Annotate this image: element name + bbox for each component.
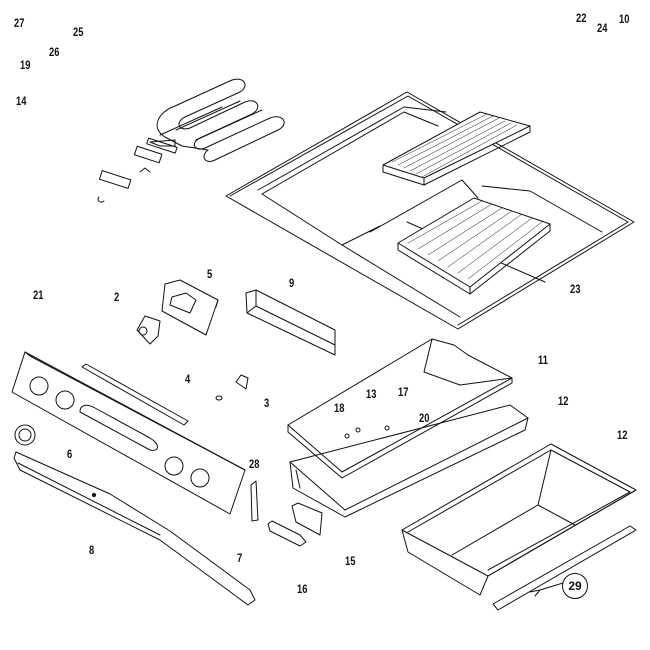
callout-15[interactable]: 15	[345, 554, 356, 568]
callout-23[interactable]: 23	[570, 282, 581, 296]
clip-icon	[251, 481, 258, 521]
callout-6[interactable]: 6	[67, 447, 73, 461]
callout-17[interactable]: 17	[398, 385, 409, 399]
callout-22[interactable]: 22	[576, 11, 587, 25]
switch-icon	[137, 316, 160, 344]
callout-12a[interactable]: 12	[558, 394, 569, 408]
callout-19[interactable]: 19	[20, 58, 31, 72]
trim-channel-icon	[246, 290, 335, 355]
callout-20[interactable]: 20	[419, 411, 430, 425]
callout-24[interactable]: 24	[597, 21, 608, 35]
callout-21[interactable]: 21	[33, 288, 44, 302]
control-knob-icon	[15, 425, 35, 445]
callout-14[interactable]: 14	[16, 94, 27, 108]
callout-29-circled[interactable]: 29	[562, 573, 588, 599]
drip-pan-icon	[288, 339, 512, 478]
drawer-stop-icon	[292, 503, 322, 535]
callout-3[interactable]: 3	[264, 396, 270, 410]
callout-9[interactable]: 9	[289, 276, 295, 290]
callout-2[interactable]: 2	[114, 290, 120, 304]
callout-11[interactable]: 11	[538, 353, 548, 367]
bracket-icon	[216, 375, 248, 400]
callout-4[interactable]: 4	[185, 372, 191, 386]
support-rail-icon	[14, 452, 255, 605]
callout-27[interactable]: 27	[14, 16, 25, 30]
broil-element-icon	[98, 79, 284, 202]
callout-28[interactable]: 28	[249, 457, 260, 471]
control-panel-icon	[12, 352, 245, 514]
clock-module-icon	[162, 280, 218, 335]
callout-7[interactable]: 7	[237, 551, 243, 565]
callout-5[interactable]: 5	[207, 267, 213, 281]
broiler-pan-icon	[290, 405, 528, 517]
callout-18[interactable]: 18	[334, 401, 345, 415]
slide-rail-icon	[493, 526, 636, 610]
drawer-icon	[402, 444, 636, 595]
callout-26[interactable]: 26	[49, 45, 60, 59]
callout-8[interactable]: 8	[89, 543, 95, 557]
bracket-16-icon	[268, 521, 306, 546]
callout-12b[interactable]: 12	[617, 428, 628, 442]
callout-10[interactable]: 10	[619, 12, 630, 26]
trim-strip-icon	[82, 364, 188, 425]
callout-25[interactable]: 25	[73, 25, 84, 39]
callout-16[interactable]: 16	[297, 582, 308, 596]
callout-13[interactable]: 13	[366, 387, 377, 401]
cooktop-frame-icon	[226, 92, 634, 329]
